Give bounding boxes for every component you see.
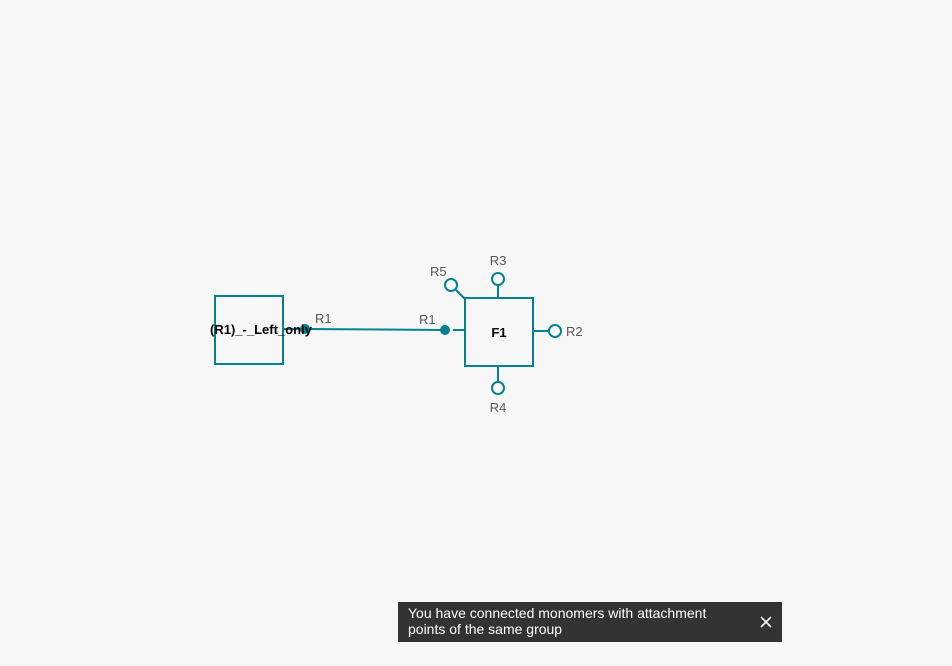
monomer-f1[interactable]: F1 R1 R2 R3 R4 R5 <box>419 253 583 415</box>
monomer-label-f1: F1 <box>491 325 506 340</box>
attachment-point-r3[interactable] <box>491 272 505 286</box>
attachment-point-r4[interactable] <box>491 381 505 395</box>
attachment-point-r5[interactable] <box>444 278 458 292</box>
close-icon[interactable] <box>756 612 776 632</box>
attachment-point-r1-f1[interactable] <box>440 325 450 335</box>
bond-line[interactable] <box>304 328 446 331</box>
attachment-label-r4: R4 <box>490 400 507 415</box>
monomer-left-only[interactable]: R1 (R1)_-_Left_only <box>210 295 332 365</box>
attachment-label-r1-f1: R1 <box>419 312 436 327</box>
attachment-point-r1-left[interactable] <box>300 324 310 334</box>
attachment-label-r2: R2 <box>566 324 583 339</box>
notification-toast: You have connected monomers with attachm… <box>398 602 782 642</box>
toast-message: You have connected monomers with attachm… <box>408 605 707 637</box>
attachment-label-r5: R5 <box>430 264 447 279</box>
attachment-label-r3: R3 <box>490 253 507 268</box>
monomer-label-left: (R1)_-_Left_only <box>210 322 313 337</box>
attachment-label-r1-left: R1 <box>315 311 332 326</box>
attachment-point-r2[interactable] <box>548 324 562 338</box>
